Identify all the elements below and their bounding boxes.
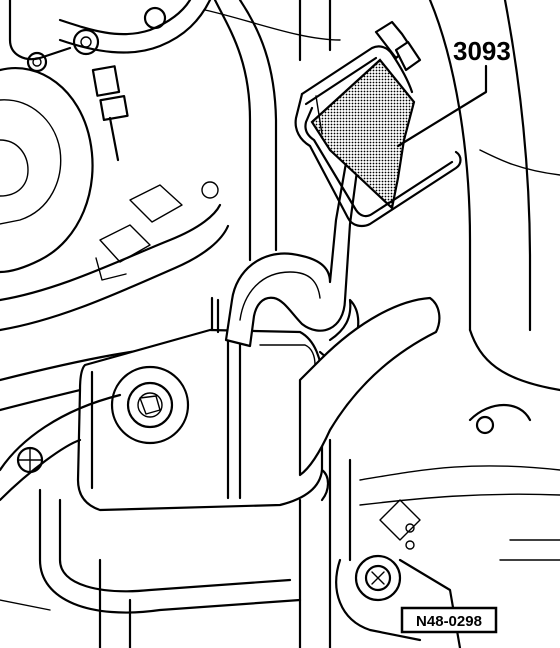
coolant-reservoir bbox=[76, 296, 324, 512]
callout-leader-line bbox=[396, 64, 488, 148]
figure-reference-box bbox=[400, 606, 498, 634]
figure-reference-label: N48-0298 bbox=[416, 613, 482, 630]
figure-reference: N48-0298 bbox=[400, 606, 498, 634]
coolant-hose bbox=[0, 138, 441, 502]
hose-clamp-tool-3093 bbox=[294, 20, 462, 228]
callout-3093: 3093 bbox=[396, 36, 511, 148]
tool-number-label: 3093 bbox=[453, 36, 511, 66]
